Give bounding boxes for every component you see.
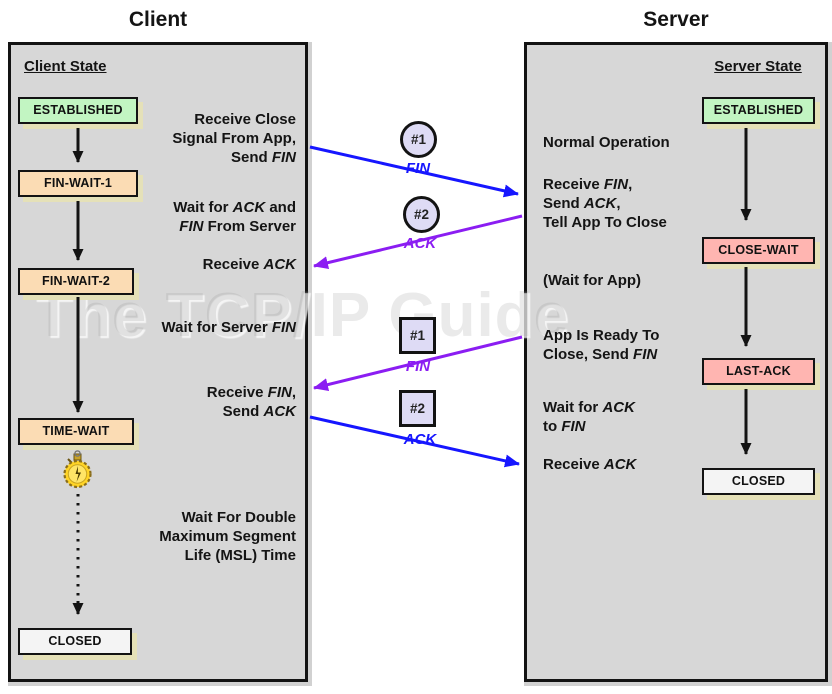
stopwatch-icon xyxy=(63,450,92,489)
message-1-fin-badge: #1 xyxy=(400,121,437,158)
message-4-ack-badge: #2 xyxy=(399,390,436,427)
fin-2-arrow xyxy=(313,335,523,391)
client-state-fin-wait-1: FIN-WAIT-1 xyxy=(18,170,138,197)
server-state-last-ack: LAST-ACK xyxy=(702,358,815,385)
server-title: Server xyxy=(643,8,709,31)
server-state-closed: CLOSED xyxy=(702,468,815,495)
server-annotation-wait-for-app: (Wait for App) xyxy=(543,272,642,289)
ack-2-arrow xyxy=(309,415,520,468)
client-annotation-receive-ack: Receive ACK xyxy=(202,256,296,273)
client-state-fin-wait-2: FIN-WAIT-2 xyxy=(18,268,134,295)
client-state-established: ESTABLISHED xyxy=(18,97,138,124)
message-2-ack-badge: #2 xyxy=(403,196,440,233)
client-panel xyxy=(8,42,308,682)
message-3-fin-label: FIN xyxy=(405,358,431,375)
fin-1-arrow xyxy=(309,145,519,198)
server-state-close-wait: CLOSE-WAIT xyxy=(702,237,815,264)
client-annotation-receive-fin-send-ack: Receive FIN,Send ACK xyxy=(206,384,296,420)
client-state-header: Client State xyxy=(24,58,107,75)
message-1-fin-label: FIN xyxy=(405,160,431,177)
message-4-ack-label: ACK xyxy=(403,431,437,448)
client-state-closed: CLOSED xyxy=(18,628,132,655)
server-annotation-receive-ack: Receive ACK xyxy=(543,456,637,473)
client-state-time-wait: TIME-WAIT xyxy=(18,418,134,445)
segment-arrows xyxy=(309,145,523,468)
ack-1-arrow xyxy=(313,214,523,270)
server-state-established: ESTABLISHED xyxy=(702,97,815,124)
server-state-header: Server State xyxy=(714,58,802,75)
server-annotation-normal-operation: Normal Operation xyxy=(543,134,670,151)
server-annotation-receive-fin: Receive FIN,Send ACK,Tell App To Close xyxy=(543,176,667,231)
message-3-fin-badge: #1 xyxy=(399,317,436,354)
client-title: Client xyxy=(128,8,188,31)
client-annotation-wait-server-fin: Wait for Server FIN xyxy=(161,319,296,336)
message-2-ack-label: ACK xyxy=(403,235,437,252)
